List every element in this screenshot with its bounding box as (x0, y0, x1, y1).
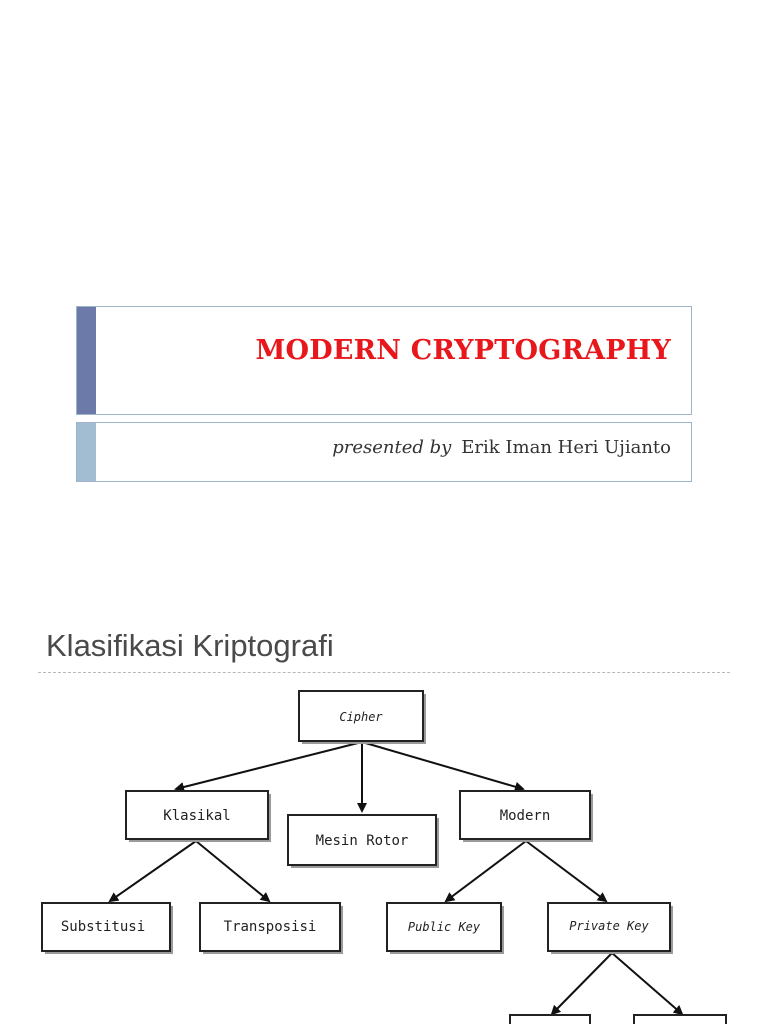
title-slide: MODERN CRYPTOGRAPHY presented by Erik Ima… (76, 306, 692, 482)
edge-cipher-modern (361, 741, 525, 792)
subtitle-accent-bar (77, 423, 96, 481)
node-transposisi-label: Transposisi (224, 919, 317, 935)
heading-divider (38, 672, 730, 673)
classification-slide: Klasifikasi Kriptografi Cipher Klasikal (0, 576, 768, 1024)
node-public-key: Public Key (386, 902, 504, 954)
node-klasikal-label: Klasikal (163, 808, 230, 824)
cipher-tree-diagram: Cipher Klasikal Mesin Rotor Modern Subst… (41, 690, 727, 1024)
node-substitusi-label: Substitusi (61, 919, 145, 935)
node-modern-label: Modern (500, 808, 551, 824)
node-mesin-rotor: Mesin Rotor (287, 814, 439, 868)
node-mesin-rotor-label: Mesin Rotor (316, 833, 409, 849)
node-private-key: Private Key (547, 902, 673, 954)
slide-title: MODERN CRYPTOGRAPHY (255, 335, 671, 366)
presented-by-label: presented by (332, 437, 452, 458)
title-box: MODERN CRYPTOGRAPHY (76, 306, 692, 415)
node-public-key-label: Public Key (408, 920, 481, 934)
slide-heading: Klasifikasi Kriptografi (46, 628, 334, 663)
title-accent-bar (77, 307, 96, 414)
node-substitusi: Substitusi (41, 902, 173, 954)
node-private-key-child-right (633, 1014, 727, 1024)
node-klasikal: Klasikal (125, 790, 271, 842)
edge-klasikal-substitusi (108, 840, 197, 903)
node-cipher: Cipher (298, 690, 426, 744)
edge-modern-private-key (525, 840, 608, 903)
presenter-name: Erik Iman Heri Ujianto (461, 437, 671, 458)
edge-modern-public-key (444, 840, 527, 903)
node-transposisi: Transposisi (199, 902, 343, 954)
node-private-key-label: Private Key (569, 919, 649, 933)
edge-cipher-klasikal (174, 741, 363, 792)
node-private-key-child-left (509, 1014, 591, 1024)
edge-klasikal-transposisi (195, 840, 271, 903)
subtitle-text: presented by Erik Iman Heri Ujianto (332, 437, 671, 458)
node-cipher-label: Cipher (339, 710, 383, 724)
edge-private-key-left (550, 952, 613, 1016)
node-modern: Modern (459, 790, 593, 842)
edge-private-key-right (611, 952, 684, 1016)
subtitle-box: presented by Erik Iman Heri Ujianto (76, 422, 692, 482)
